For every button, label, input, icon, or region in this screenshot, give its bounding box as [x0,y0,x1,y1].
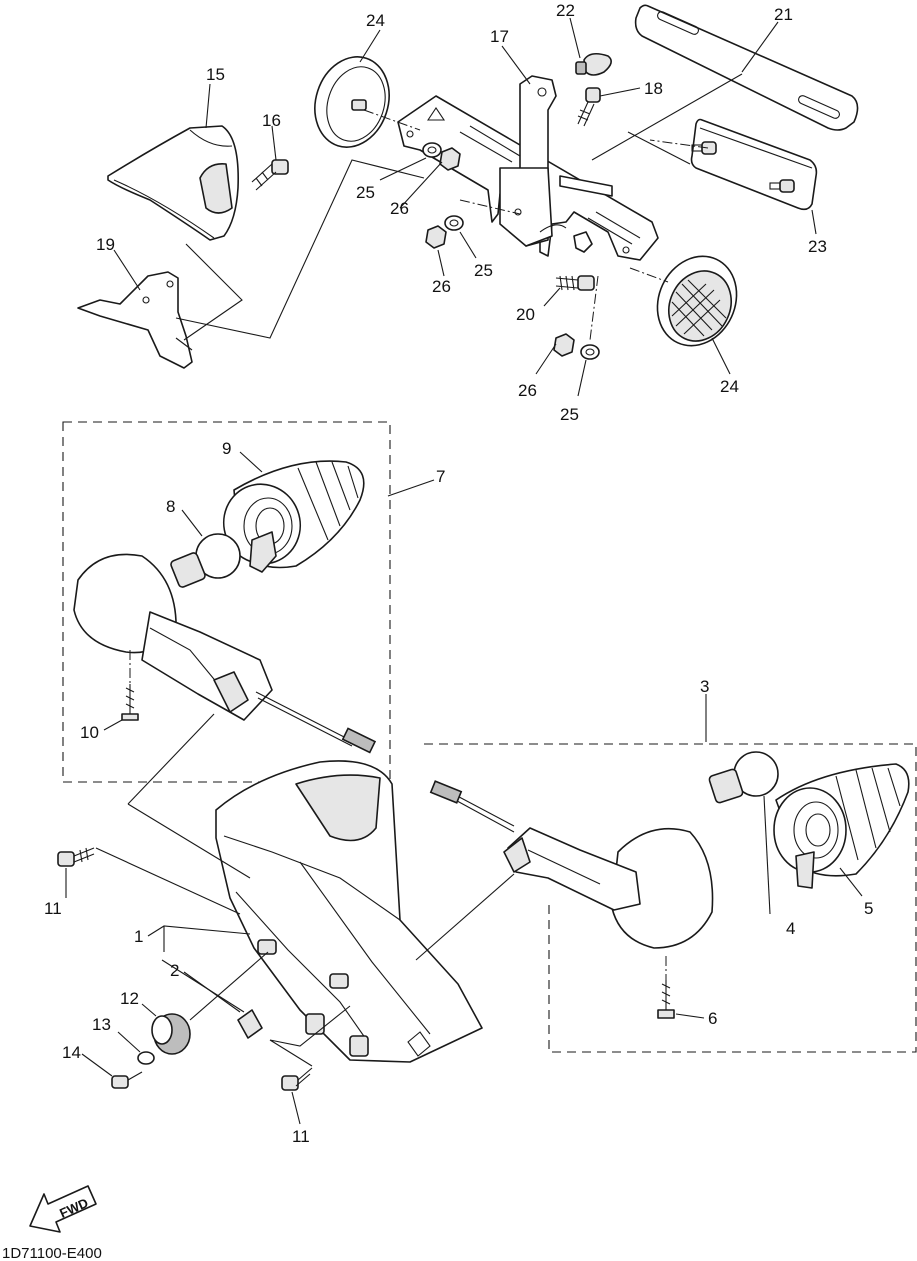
callout-4: 4 [786,919,795,938]
callout-26b: 26 [432,277,451,296]
screw-6 [657,1009,675,1019]
bolt-23b [779,179,795,193]
callout-7: 7 [436,467,445,486]
right-flasher-group [424,743,917,1053]
bolt-11b [281,1075,299,1091]
callout-leaders [65,17,863,1125]
callout-2: 2 [170,961,179,980]
callout-14: 14 [62,1043,81,1062]
callout-26a: 26 [390,199,409,218]
callout-18: 18 [644,79,663,98]
callout-16: 16 [262,111,281,130]
washer-25c [580,344,600,360]
box-3 [424,743,917,1053]
cap-nut-22 [583,52,612,76]
plate-stay-slot-2 [798,95,840,119]
callout-8: 8 [166,497,175,516]
bolt-11a [57,851,75,867]
callout-17: 17 [490,27,509,46]
tail-light-body [215,760,483,1063]
cover-15 [107,125,239,241]
callout-25a: 25 [356,183,375,202]
warning-triangle [426,107,446,121]
callout-10: 10 [80,723,99,742]
callout-11a: 11 [44,899,62,918]
plate-stay-part [634,4,859,131]
nut-26b [425,225,447,249]
bulb-2 [237,1009,263,1039]
callout-12: 12 [120,989,139,1008]
callout-1: 1 [134,927,143,946]
callout-21: 21 [774,5,793,24]
plate-stay-slot-1 [657,11,699,35]
bolt-18 [585,87,601,103]
callout-11b: 11 [292,1127,310,1146]
bolt-20 [577,275,595,291]
cover-group [77,125,425,369]
box-7 [62,421,391,783]
callout-9: 9 [222,439,231,458]
left-flasher-group [62,421,391,783]
fwd-arrow-icon: FWD [29,1185,97,1233]
drawing-code: 1D71100-E400 [2,1245,102,1261]
callout-6: 6 [708,1009,717,1028]
bolt-23a [701,141,717,155]
callout-19: 19 [96,235,115,254]
callout-26c: 26 [518,381,537,400]
callout-3: 3 [700,677,709,696]
tail-light-group [57,713,515,1091]
callout-23: 23 [808,237,827,256]
callout-25b: 25 [474,261,493,280]
bolt-16 [271,159,289,175]
callout-20: 20 [516,305,535,324]
bracket-plate-part [690,118,818,211]
callout-24a: 24 [366,11,385,30]
callout-22: 22 [556,1,575,20]
callout-24b: 24 [720,377,739,396]
bracket-hole-top [537,87,547,97]
washer-25b [444,215,464,231]
callout-25c: 25 [560,405,579,424]
screw-10 [121,713,139,721]
nut-26c [553,333,575,357]
callout-13: 13 [92,1015,111,1034]
right-housing [611,827,714,949]
stay-19 [77,271,193,369]
callout-15: 15 [206,65,225,84]
nut-26a [439,147,461,171]
license-bracket-group [314,4,859,360]
washer-25a [422,142,442,158]
callout-labels: 1 2 3 4 5 6 7 8 9 10 11 11 12 13 14 15 1… [44,1,873,1146]
washer-13 [137,1051,155,1065]
callout-5: 5 [864,899,873,918]
screw-14 [111,1075,129,1089]
